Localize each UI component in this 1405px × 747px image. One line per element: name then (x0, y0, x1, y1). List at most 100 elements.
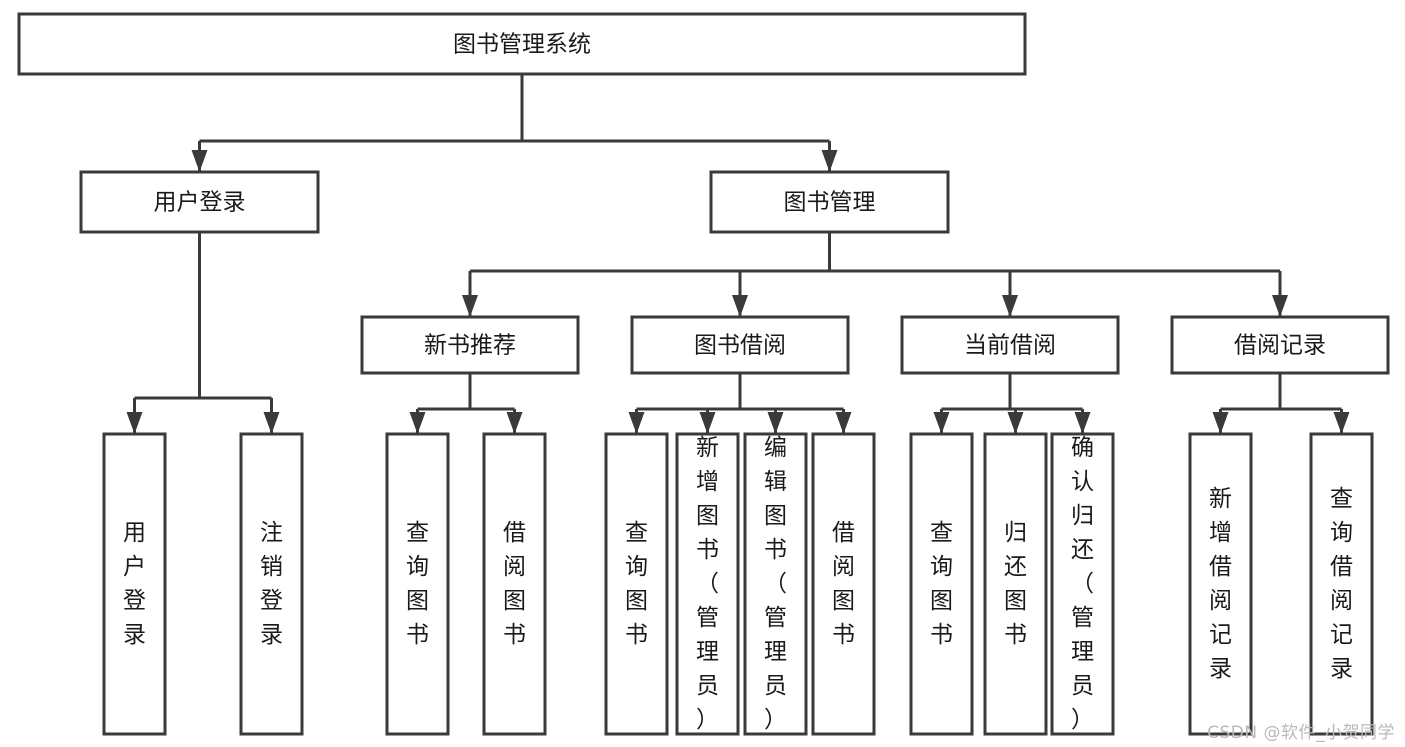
node-label-char: 录 (260, 622, 283, 648)
node-label-current-borrow: 当前借阅 (964, 333, 1056, 359)
node-label-char: 员 (764, 673, 787, 699)
node-label-new-book-recommend: 新书推荐 (424, 333, 516, 359)
node-label-char: （ (1071, 571, 1094, 597)
node-label-char: 图 (696, 503, 719, 529)
node-label-borrow-record: 借阅记录 (1234, 333, 1326, 359)
node-borrow-record[interactable]: 借阅记录 (1170, 315, 1390, 375)
arrow-head-icon (767, 412, 784, 434)
node-label-char: 管 (696, 605, 719, 631)
arrow-head-icon (821, 150, 838, 172)
node-box-leaf-user-logout (239, 432, 304, 736)
node-label-char: 归 (1071, 503, 1094, 529)
node-label-char: 书 (406, 622, 429, 648)
node-box-leaf-borrow-book-2 (811, 432, 876, 736)
arrow-head-icon (462, 295, 478, 317)
node-label-char: 查 (406, 520, 429, 546)
csdn-watermark: CSDN @软件_小贺同学 (1207, 723, 1395, 743)
node-label-char: 图 (930, 588, 953, 614)
node-label-char: 登 (260, 588, 283, 614)
node-label-char: 销 (260, 554, 283, 580)
node-label-char: 书 (764, 537, 787, 563)
arrow-head-icon (1007, 412, 1024, 434)
node-book-manage[interactable]: 图书管理 (709, 170, 950, 234)
node-label-char: 询 (625, 554, 648, 580)
arrow-head-icon (835, 412, 852, 434)
node-label-char: 认 (1071, 469, 1094, 495)
node-label-char: 图 (832, 588, 855, 614)
node-label-char: 归 (1004, 520, 1027, 546)
arrow-head-icon (1333, 412, 1350, 434)
node-label-char: 管 (1071, 605, 1094, 631)
node-box-leaf-query-book-3 (909, 432, 974, 736)
node-label-char: 阅 (832, 554, 855, 580)
node-book-borrow[interactable]: 图书借阅 (630, 315, 850, 375)
arrow-head-icon (732, 295, 748, 317)
node-current-borrow[interactable]: 当前借阅 (900, 315, 1120, 375)
node-label-char: 图 (625, 588, 648, 614)
node-label-char: 新 (696, 435, 719, 461)
node-label-char: 用 (123, 520, 146, 546)
nodes-layer: 图书管理系统用户登录图书管理新书推荐图书借阅当前借阅借阅记录用户登录注销登录查询… (17, 12, 1390, 736)
node-label-char: 图 (764, 503, 787, 529)
node-label-char: 借 (832, 520, 855, 546)
node-label-char: 图 (406, 588, 429, 614)
node-label-root: 图书管理系统 (453, 32, 591, 58)
node-box-leaf-add-record (1188, 432, 1253, 736)
node-label-char: 书 (503, 622, 526, 648)
node-label-char: 借 (1330, 554, 1353, 580)
node-label-char: 增 (696, 469, 719, 495)
node-label-char: 查 (625, 520, 648, 546)
node-label-char: 登 (123, 588, 146, 614)
node-label-char: 录 (1209, 656, 1232, 682)
node-root[interactable]: 图书管理系统 (17, 12, 1027, 76)
node-box-new-book-recommend (360, 315, 580, 375)
node-box-leaf-user-login (102, 432, 167, 736)
node-label-char: 还 (1071, 537, 1094, 563)
node-box-leaf-borrow-book-1 (482, 432, 547, 736)
node-label-char: 确 (1071, 435, 1094, 461)
node-box-user-login (79, 170, 320, 234)
arrow-head-icon (1272, 295, 1288, 317)
node-label-book-manage: 图书管理 (784, 190, 876, 216)
node-label-char: 书 (832, 622, 855, 648)
node-box-leaf-return-book (983, 432, 1048, 736)
arrow-head-icon (933, 412, 950, 434)
node-label-char: 编 (764, 435, 787, 461)
node-label-char: 理 (696, 639, 719, 665)
node-box-borrow-record (1170, 315, 1390, 375)
node-box-book-borrow (630, 315, 850, 375)
node-box-leaf-query-record (1309, 432, 1374, 736)
node-box-leaf-confirm-return (1050, 432, 1115, 736)
node-leaf-user-login[interactable]: 用户登录 (102, 432, 167, 736)
arrow-head-icon (506, 412, 523, 434)
node-box-leaf-query-book-1 (385, 432, 450, 736)
arrow-head-icon (699, 412, 716, 434)
node-label-char: 理 (764, 639, 787, 665)
node-label-char: （ (764, 571, 787, 597)
node-label-char: 询 (930, 554, 953, 580)
node-label-char: 记 (1209, 622, 1232, 648)
node-label-char: 员 (1071, 673, 1094, 699)
node-user-login[interactable]: 用户登录 (79, 170, 320, 234)
node-box-leaf-add-book (675, 432, 740, 736)
node-label-char: 阅 (503, 554, 526, 580)
node-label-char: 户 (123, 554, 146, 580)
node-new-book-recommend[interactable]: 新书推荐 (360, 315, 580, 375)
node-label-char: （ (696, 571, 719, 597)
edges-layer (126, 74, 1350, 434)
node-label-user-login: 用户登录 (154, 190, 246, 216)
